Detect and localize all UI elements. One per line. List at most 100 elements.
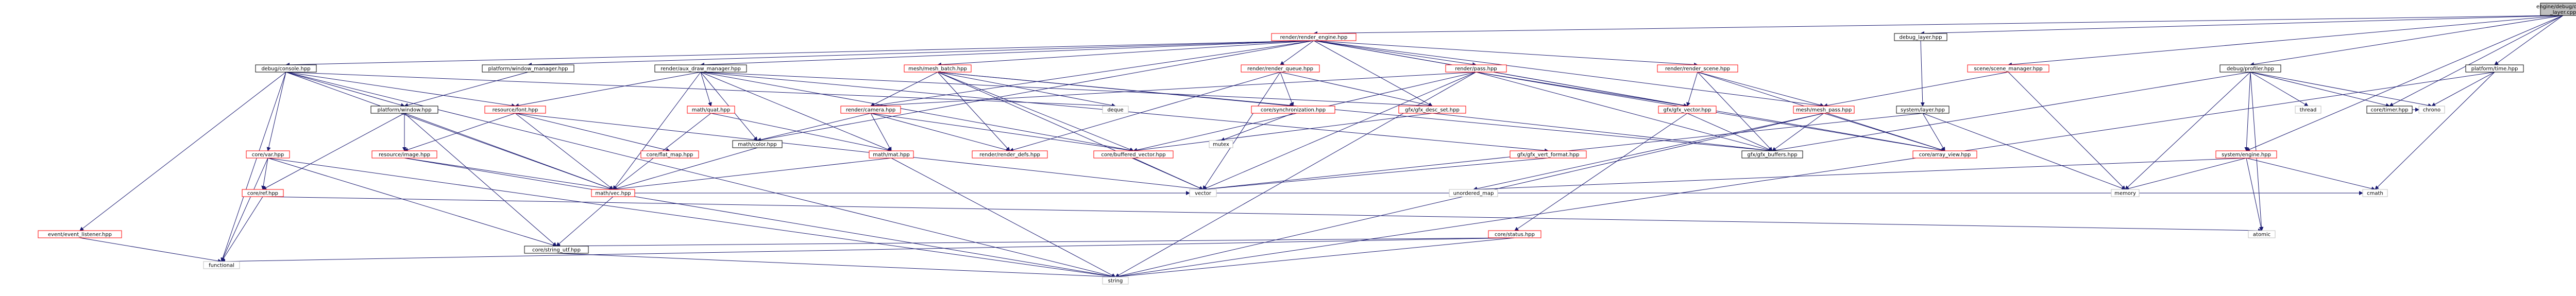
node-render-aux-draw-manager[interactable]: render/aux_draw_manager.hpp [654, 64, 747, 73]
edge-core-status-to-core-string-utf [556, 237, 1515, 248]
node-core-timer[interactable]: core/timer.hpp [2366, 106, 2413, 114]
node-unordered-map[interactable]: unordered_map [1449, 189, 1498, 197]
node-atomic[interactable]: atomic [2248, 230, 2276, 238]
node-core-var[interactable]: core/var.hpp [246, 150, 290, 159]
edge-debug-console-to-functional [221, 72, 286, 262]
node-render-render-defs[interactable]: render/render_defs.hpp [972, 150, 1048, 159]
node-system-layer[interactable]: system/layer.hpp [1896, 106, 1950, 114]
node-box [654, 64, 747, 73]
node-box [2215, 150, 2277, 159]
node-core-synchronization[interactable]: core/synchronization.hpp [1251, 106, 1335, 114]
node-box [1445, 64, 1507, 73]
node-root[interactable]: engine/debug/debug_layer.cpp [2536, 3, 2576, 16]
edge-system-layer-to-core-array-view [1922, 113, 1945, 151]
node-core-status[interactable]: core/status.hpp [1488, 230, 1541, 238]
node-box [370, 106, 438, 114]
node-render-engine[interactable]: render/render_engine.hpp [1271, 33, 1357, 41]
edge-system-engine-to-atomic [2246, 158, 2263, 231]
node-box [1271, 33, 1357, 41]
node-event-event-listener[interactable]: event/event_listener.hpp [38, 230, 122, 238]
node-system-engine[interactable]: system/engine.hpp [2215, 150, 2277, 159]
node-core-buffered-vector[interactable]: core/buffered_vector.hpp [1093, 150, 1174, 159]
edge-render-engine-to-render-camera [870, 40, 1314, 108]
node-core-ref[interactable]: core/ref.hpp [242, 189, 284, 197]
node-string[interactable]: string [1102, 276, 1129, 285]
node-render-scene[interactable]: render/render_scene.hpp [1657, 64, 1738, 73]
node-core-array-view[interactable]: core/array_view.hpp [1912, 150, 1977, 159]
edge-resource-font-to-vector [515, 113, 1204, 191]
node-vector[interactable]: vector [1189, 189, 1217, 197]
node-math-color[interactable]: math/color.hpp [732, 140, 783, 148]
node-box [1102, 106, 1129, 114]
node-functional[interactable]: functional [203, 261, 240, 269]
node-label: vector [1195, 191, 1212, 197]
node-label: core/status.hpp [1495, 232, 1535, 238]
edge-mesh-batch-to-vector [937, 72, 1204, 190]
edge-math-mat-to-math-vec [613, 158, 892, 191]
node-math-vec[interactable]: math/vec.hpp [591, 189, 635, 197]
node-core-flat-map[interactable]: core/flat_map.hpp [640, 150, 699, 159]
node-debug-layer[interactable]: debug_layer.hpp [1894, 33, 1947, 41]
node-render-pass[interactable]: render/pass.hpp [1445, 64, 1507, 73]
node-box [371, 150, 437, 159]
node-box [840, 106, 901, 114]
node-gfx-desc-set[interactable]: gfx/gfx_desc_set.hpp [1398, 106, 1466, 114]
edge-debug-console-to-deque [285, 72, 1116, 108]
edge-root-to-scene-manager [2008, 15, 2564, 67]
node-label: functional [209, 263, 234, 269]
node-math-quat[interactable]: math/quat.hpp [687, 106, 735, 114]
node-label: core/array_view.hpp [1919, 152, 1971, 158]
node-gfx-vert-format[interactable]: gfx/gfx_vert_format.hpp [1510, 150, 1587, 159]
node-cmath[interactable]: cmath [2362, 189, 2388, 197]
node-box [1793, 106, 1855, 114]
node-box [1967, 64, 2049, 73]
node-label: render/render_scene.hpp [1665, 66, 1730, 72]
edge-render-engine-to-mesh-pass [1313, 40, 1824, 108]
node-math-mat[interactable]: math/mat.hpp [869, 150, 914, 159]
edge-root-to-core-timer [2389, 15, 2564, 107]
node-gfx-vector[interactable]: gfx/gfx_vector.hpp [1658, 106, 1717, 114]
node-box [1093, 150, 1174, 159]
node-deque[interactable]: deque [1102, 106, 1129, 114]
edge-core-var-to-string [267, 158, 1116, 278]
node-platform-window[interactable]: platform/window.hpp [370, 106, 438, 114]
node-label: math/mat.hpp [873, 152, 910, 158]
dependency-edges [79, 15, 2564, 279]
node-core-string-utf[interactable]: core/string_utf.hpp [524, 246, 589, 254]
node-mesh-pass[interactable]: mesh/mesh_pass.hpp [1793, 106, 1855, 114]
node-label: render/render_engine.hpp [1280, 35, 1348, 41]
node-mutex[interactable]: mutex [1209, 140, 1233, 148]
node-box [255, 64, 317, 73]
node-debug-console[interactable]: debug/console.hpp [255, 64, 317, 73]
node-label: platform/time.hpp [2471, 66, 2518, 72]
edge-debug-profiler-to-gfx-buffers [1772, 72, 2251, 152]
node-label: thread [2300, 108, 2317, 113]
edge-render-camera-to-core-buffered-vector [870, 113, 1134, 152]
node-platform-time[interactable]: platform/time.hpp [2465, 64, 2524, 73]
edge-gfx-desc-set-to-core-buffered-vector [1133, 113, 1433, 153]
node-render-camera[interactable]: render/camera.hpp [840, 106, 901, 114]
node-platform-window-manager[interactable]: platform/window_manager.hpp [482, 64, 574, 73]
node-box [203, 261, 240, 269]
node-render-queue[interactable]: render/render_queue.hpp [1241, 64, 1320, 73]
edge-platform-time-to-chrono [2431, 72, 2495, 107]
node-box [1657, 64, 1738, 73]
node-label: core/ref.hpp [247, 191, 278, 197]
edge-render-camera-to-render-render-defs [870, 113, 1010, 152]
edge-debug-console-to-resource-font [285, 72, 516, 108]
node-debug-profiler[interactable]: debug/profiler.hpp [2219, 64, 2281, 73]
edge-math-color-to-math-vec [613, 147, 758, 190]
node-chrono[interactable]: chrono [2418, 106, 2445, 114]
node-memory[interactable]: memory [2111, 189, 2140, 197]
node-gfx-buffers[interactable]: gfx/gfx_buffers.hpp [1741, 150, 1803, 159]
node-label: render/render_queue.hpp [1247, 66, 1313, 72]
edge-platform-time-to-cmath [2375, 72, 2495, 190]
edge-resource-font-to-core-flat-map [515, 113, 670, 152]
node-thread[interactable]: thread [2295, 106, 2321, 114]
node-resource-font[interactable]: resource/font.hpp [484, 106, 546, 114]
edge-platform-window-manager-to-platform-window [404, 72, 529, 108]
node-mesh-batch[interactable]: mesh/mesh_batch.hpp [904, 64, 972, 73]
node-resource-image[interactable]: resource/image.hpp [371, 150, 437, 159]
node-scene-manager[interactable]: scene/scene_manager.hpp [1967, 64, 2049, 73]
node-box [591, 189, 635, 197]
